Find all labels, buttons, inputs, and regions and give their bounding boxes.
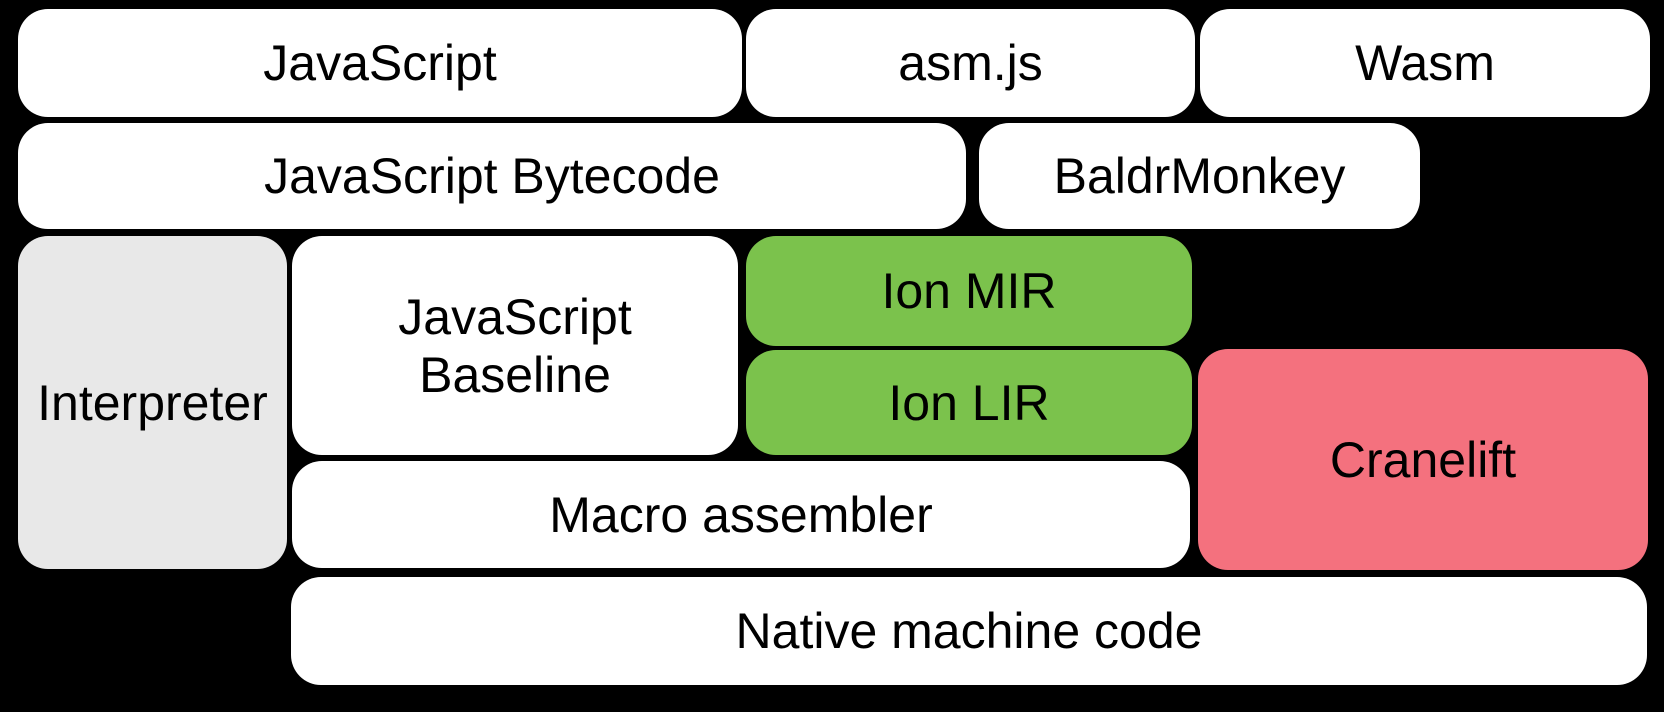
node-macro-assembler: Macro assembler (292, 461, 1190, 568)
node-native-machine-code-label: Native machine code (735, 603, 1203, 659)
node-javascript: JavaScript (18, 9, 742, 117)
node-ion-mir: Ion MIR (746, 236, 1192, 346)
node-ion-lir: Ion LIR (746, 350, 1192, 455)
node-javascript-bytecode-label: JavaScript Bytecode (264, 148, 720, 204)
node-javascript-baseline: JavaScript Baseline (292, 236, 738, 455)
node-javascript-label: JavaScript (263, 35, 497, 91)
node-asmjs-label: asm.js (898, 35, 1043, 91)
node-wasm: Wasm (1200, 9, 1650, 117)
node-native-machine-code: Native machine code (291, 577, 1647, 685)
node-wasm-label: Wasm (1355, 35, 1495, 91)
node-macro-assembler-label: Macro assembler (549, 486, 933, 543)
node-ion-mir-label: Ion MIR (881, 263, 1057, 319)
node-interpreter: Interpreter (18, 236, 287, 569)
node-cranelift-label: Cranelift (1329, 431, 1517, 488)
node-interpreter-label: Interpreter (37, 374, 268, 431)
node-javascript-bytecode: JavaScript Bytecode (18, 123, 966, 229)
node-asmjs: asm.js (746, 9, 1195, 117)
node-cranelift: Cranelift (1198, 349, 1648, 570)
node-ion-lir-label: Ion LIR (888, 374, 1050, 431)
node-javascript-baseline-label: JavaScript Baseline (398, 288, 632, 403)
node-baldrmonkey-label: BaldrMonkey (1053, 148, 1346, 204)
node-baldrmonkey: BaldrMonkey (979, 123, 1420, 229)
